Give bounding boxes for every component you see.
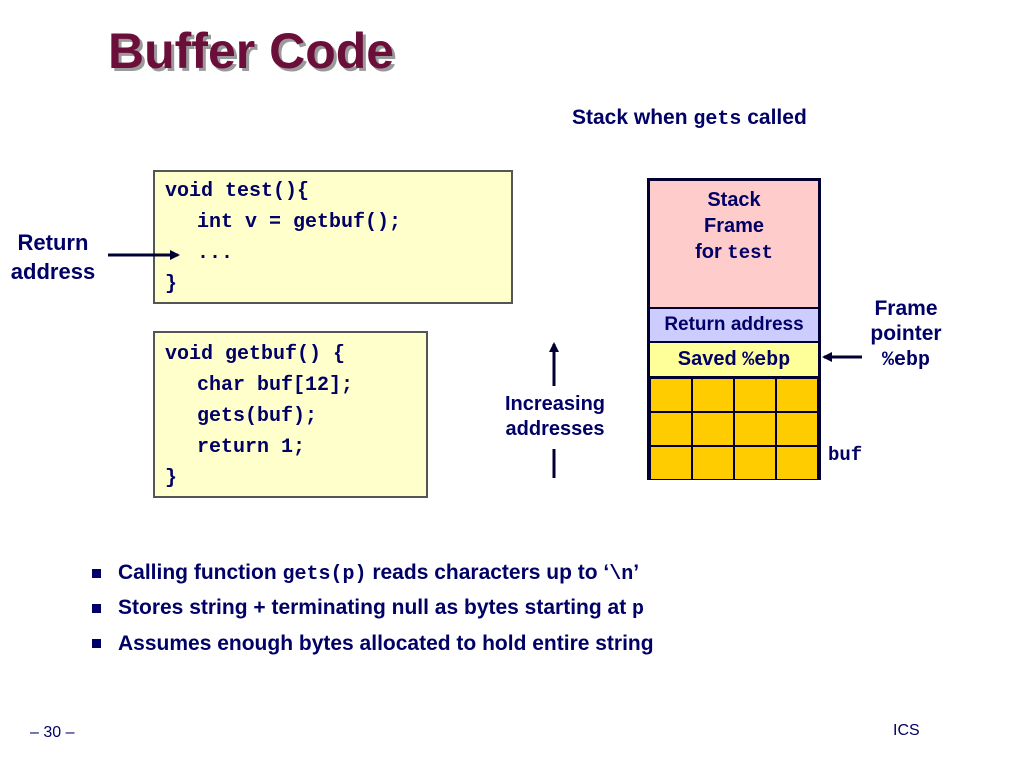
- bullet-mid: reads characters up to ‘: [366, 561, 610, 584]
- course-label: ICS: [893, 722, 920, 739]
- code-line: }: [165, 467, 178, 490]
- buf-byte-cell: [734, 446, 776, 480]
- bullet-code: p: [632, 598, 645, 621]
- stack-frame-for: for: [695, 241, 728, 263]
- buf-byte-cell: [776, 378, 818, 412]
- stack-caption: Stack when gets called: [572, 106, 807, 131]
- code-box-getbuf: void getbuf() { char buf[12]; gets(buf);…: [153, 331, 428, 498]
- code-line: }: [165, 273, 178, 296]
- buf-byte-cell: [692, 446, 734, 480]
- slide-title: Buffer Code: [108, 23, 395, 79]
- increasing-line1: Increasing: [504, 393, 606, 415]
- stack-frame-test-code: test: [727, 242, 773, 264]
- stack-frame-line3: for test: [650, 239, 818, 266]
- bullet-item: Assumes enough bytes allocated to hold e…: [92, 626, 654, 661]
- code-line: int v = getbuf();: [197, 211, 402, 234]
- bullet-text: Stores string + terminating null as byte…: [118, 596, 644, 621]
- bullet-text: Calling function gets(p) reads character…: [118, 561, 639, 586]
- bullet-square-icon: [92, 604, 101, 613]
- code-line: void test(){: [165, 180, 310, 203]
- buf-grid: [650, 378, 818, 480]
- return-address-line1: Return: [17, 230, 89, 255]
- buf-label: buf: [828, 444, 863, 466]
- increasing-addresses-label: Increasing addresses: [492, 392, 618, 442]
- bullet-item: Stores string + terminating null as byte…: [92, 591, 654, 626]
- frame-pointer-label: Frame pointer %ebp: [858, 296, 954, 373]
- stack-frame-for-test: Stack Frame for test: [647, 178, 821, 309]
- buf-byte-cell: [734, 412, 776, 446]
- stack-frame-line2: Frame: [703, 215, 765, 237]
- buf-byte-cell: [650, 378, 692, 412]
- stack-saved-ebp: Saved %ebp: [647, 343, 821, 378]
- bullet-code: gets(p): [282, 563, 367, 586]
- bullet-post: ’: [633, 561, 640, 584]
- bullet-pre: Calling function: [118, 561, 283, 584]
- bullet-code2: \n: [609, 563, 634, 586]
- saved-ebp-code: %ebp: [742, 349, 791, 372]
- bullet-square-icon: [92, 639, 101, 648]
- stack-caption-suffix: called: [741, 106, 807, 129]
- increasing-line2: addresses: [505, 418, 605, 440]
- code-box-test: void test(){ int v = getbuf(); ... }: [153, 170, 513, 304]
- buf-byte-cell: [776, 446, 818, 480]
- buf-byte-cell: [692, 378, 734, 412]
- buf-byte-cell: [692, 412, 734, 446]
- buf-byte-cell: [734, 378, 776, 412]
- frame-pointer-line1: Frame: [874, 297, 938, 320]
- code-line: gets(buf);: [197, 405, 318, 428]
- bullet-item: Calling function gets(p) reads character…: [92, 556, 654, 591]
- frame-pointer-line2: pointer: [870, 322, 942, 345]
- bullet-list: Calling function gets(p) reads character…: [92, 556, 654, 661]
- code-line: ...: [197, 242, 234, 265]
- stack-caption-code: gets: [693, 108, 742, 131]
- code-line: char buf[12];: [197, 374, 354, 397]
- page-number: – 30 –: [30, 724, 75, 741]
- stack-diagram: Stack Frame for test Return address Save…: [647, 178, 821, 480]
- code-line: void getbuf() {: [165, 343, 346, 366]
- buf-byte-cell: [650, 446, 692, 480]
- stack-return-address: Return address: [647, 309, 821, 343]
- code-line: return 1;: [197, 436, 306, 459]
- buf-byte-cell: [776, 412, 818, 446]
- buf-byte-cell: [650, 412, 692, 446]
- return-address-line2: address: [10, 259, 96, 284]
- bullet-text: Assumes enough bytes allocated to hold e…: [118, 631, 654, 655]
- saved-ebp-prefix: Saved: [677, 348, 743, 370]
- frame-pointer-register: %ebp: [881, 349, 930, 372]
- stack-frame-line1: Stack: [707, 189, 761, 211]
- return-address-label: Return address: [0, 228, 106, 286]
- bullet-pre: Stores string + terminating null as byte…: [118, 596, 633, 619]
- stack-caption-prefix: Stack when: [572, 106, 694, 129]
- bullet-square-icon: [92, 569, 101, 578]
